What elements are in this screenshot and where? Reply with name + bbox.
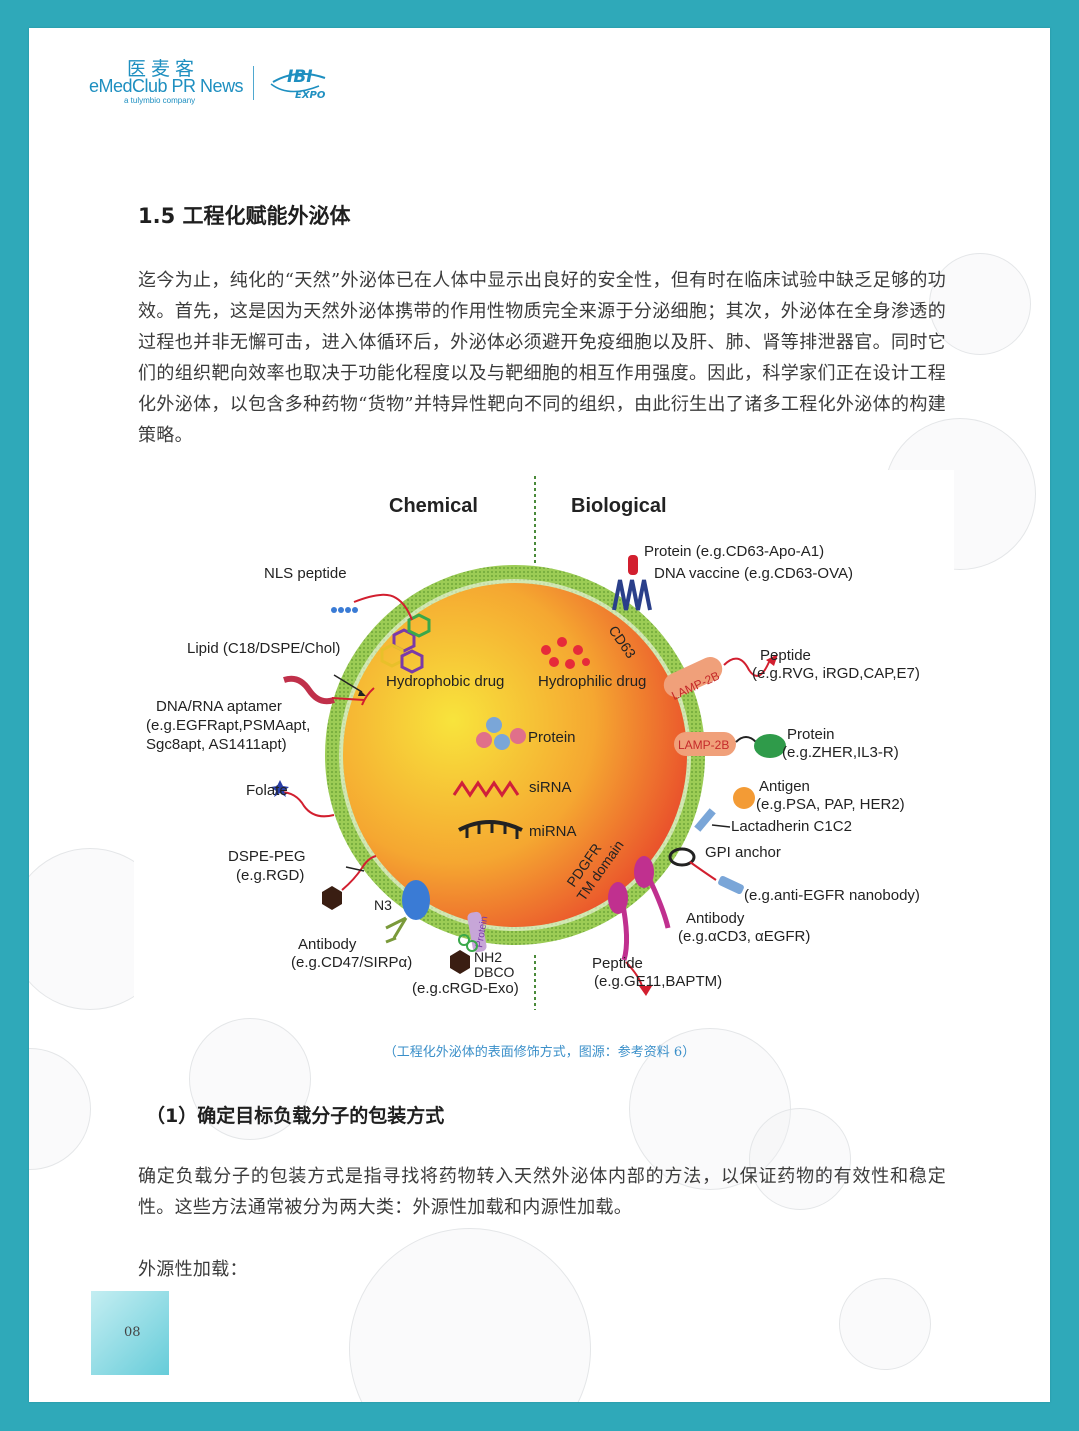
- nls-strand: [353, 593, 413, 621]
- label-peptide-3a: Peptide: [592, 955, 643, 972]
- label-antibody-left-1: Antibody: [298, 936, 357, 953]
- label-protein-cd63: Protein (e.g.CD63-Apo-A1): [644, 543, 824, 560]
- gpi-anchor-icon: [668, 847, 696, 867]
- body-paragraph: 确定负载分子的包装方式是指寻找将药物转入天然外泌体内部的方法，以保证药物的有效性…: [138, 1166, 946, 1218]
- cell-decoration: [749, 1108, 851, 1210]
- label-nh2: NH2: [474, 949, 502, 965]
- cell-decoration: [839, 1278, 931, 1370]
- loading-label: 外源性加载：: [138, 1259, 248, 1280]
- label-aptamer-3: Sgc8apt, AS1411apt): [146, 736, 287, 753]
- folate-strand: [279, 791, 335, 818]
- heading-chemical: Chemical: [389, 495, 478, 517]
- emedclub-logo-cn: 医麦客: [127, 58, 200, 80]
- cd63-protein: [612, 579, 652, 611]
- cell-decoration: [929, 253, 1031, 355]
- cell-decoration: [29, 1048, 91, 1170]
- intro-paragraph: 迄今为止，纯化的“天然”外泌体已在人体中显示出良好的安全性，但有时在临床试验中缺…: [138, 270, 946, 446]
- antigen-icon: [733, 787, 755, 809]
- lamp2b-mid: [674, 732, 736, 756]
- antibody-cd47: [385, 916, 408, 944]
- label-mirna: miRNA: [529, 823, 577, 840]
- section-title: 1.5 工程化赋能外泌体: [138, 204, 351, 228]
- label-nanobody: (e.g.anti-EGFR nanobody): [744, 887, 920, 904]
- label-protein-tag: Protein: [474, 915, 490, 948]
- label-peptide-3b: (e.g.GE11,BAPTM): [594, 973, 722, 990]
- label-dspe-1: DSPE-PEG: [228, 848, 306, 865]
- label-antigen-1: Antigen: [759, 778, 810, 795]
- rgd-hexagon: [322, 886, 342, 910]
- subsection-title: （1）确定目标负载分子的包装方式: [146, 1105, 445, 1127]
- hydrophobic-drug-icon: [380, 613, 431, 674]
- label-hydrophilic: Hydrophilic drug: [538, 673, 646, 690]
- logo-divider: [253, 66, 254, 100]
- cell-decoration: [189, 1018, 311, 1140]
- label-antibody-right-2: (e.g.αCD3, αEGFR): [678, 928, 810, 945]
- aptamer-icon: [283, 675, 335, 705]
- figure-caption: （工程化外泌体的表面修饰方式，图源：参考资料 6）: [383, 1045, 696, 1060]
- heading-biological: Biological: [571, 495, 667, 517]
- page-number: 08: [124, 1325, 141, 1340]
- label-dna-vaccine: DNA vaccine (e.g.CD63-OVA): [654, 565, 853, 582]
- label-lactadherin: Lactadherin C1C2: [731, 818, 852, 835]
- label-dspe-2: (e.g.RGD): [236, 867, 304, 884]
- label-aptamer-1: DNA/RNA aptamer: [156, 698, 282, 715]
- label-hydrophobic: Hydrophobic drug: [386, 673, 504, 690]
- exosome-modification-figure: Chemical Biological Hydrophobic drug Hyd…: [134, 470, 954, 1015]
- nanobody-icon: [718, 875, 744, 895]
- protein-tag: [467, 911, 487, 953]
- hydrophilic-drug-icon: [541, 637, 590, 669]
- label-antigen-2: (e.g.PSA, PAP, HER2): [756, 796, 905, 813]
- page-number-tab: [91, 1291, 169, 1375]
- emedclub-logo-en: eMedClub PR News: [89, 76, 244, 96]
- label-lamp2b-mid: LAMP-2B: [678, 738, 729, 752]
- label-protein-2b: (e.g.ZHER,IL3-R): [782, 744, 899, 761]
- ibi-expo-logo: IBI EXPO: [270, 67, 326, 101]
- exosome-core: [343, 583, 687, 927]
- label-n3: N3: [374, 897, 392, 913]
- label-protein-inner: Protein: [528, 729, 576, 746]
- targeting-protein-blob: [754, 734, 786, 758]
- label-lipid: Lipid (C18/DSPE/Chol): [187, 640, 340, 657]
- label-gpi: GPI anchor: [705, 844, 781, 861]
- label-folate: Folate: [246, 782, 288, 799]
- label-nls: NLS peptide: [264, 565, 347, 582]
- lamp2b-top: [663, 656, 723, 698]
- label-sirna: siRNA: [529, 779, 572, 796]
- crgd-hexagon: [450, 950, 470, 974]
- peptide-strand: [723, 657, 770, 677]
- label-aptamer-2: (e.g.EGFRapt,PSMAapt,: [146, 717, 310, 734]
- pdgfr-domain-2: [646, 876, 671, 929]
- emedclub-logo-sub: a tulymbio company: [124, 96, 196, 105]
- sirna-icon: [452, 780, 520, 798]
- cd63-fused-protein: [628, 555, 638, 575]
- label-antibody-left-2: (e.g.CD47/SIRPα): [291, 954, 412, 971]
- cd47-protein: [402, 880, 430, 920]
- svg-text:EXPO: EXPO: [295, 90, 326, 101]
- label-peptide-2: (e.g.RVG, iRGD,CAP,E7): [752, 665, 920, 682]
- label-protein-2a: Protein: [787, 726, 835, 743]
- label-dbco: DBCO: [474, 964, 515, 980]
- label-antibody-right-1: Antibody: [686, 910, 745, 927]
- folate-star: [271, 780, 289, 797]
- lactadherin-icon: [694, 808, 716, 832]
- label-crgd: (e.g.cRGD-Exo): [412, 980, 519, 997]
- document-page: 医麦客 eMedClub PR News a tulymbio company …: [29, 28, 1050, 1402]
- protein-icon: [476, 717, 526, 750]
- figure-svg: Chemical Biological Hydrophobic drug Hyd…: [146, 476, 920, 1010]
- label-peptide-1: Peptide: [760, 647, 811, 664]
- svg-text:IBI: IBI: [287, 67, 313, 87]
- dbco-icon: [458, 934, 478, 952]
